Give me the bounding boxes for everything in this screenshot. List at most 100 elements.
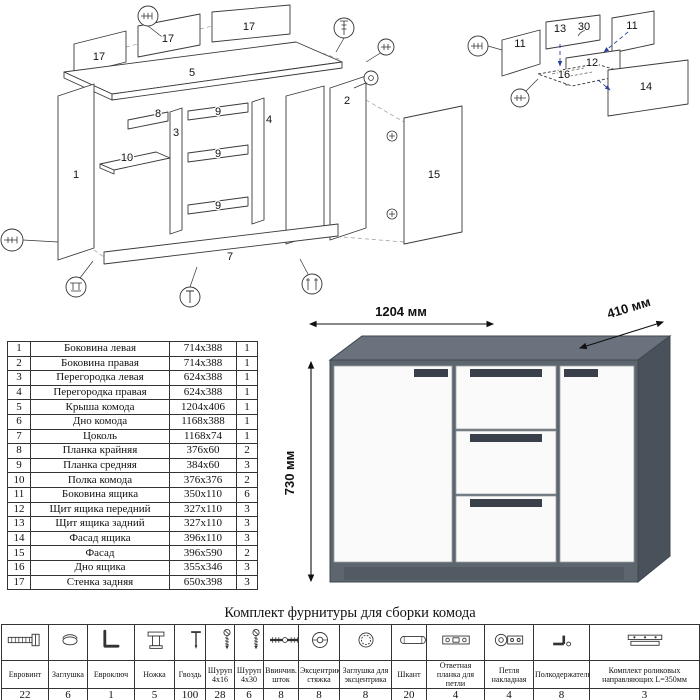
depth-dimension-label: 410 мм	[605, 298, 652, 321]
part-size: 350x110	[169, 486, 237, 503]
part-right-side-2	[329, 75, 367, 241]
part-size: 1204x406	[169, 399, 237, 415]
part-left-side-1	[57, 83, 95, 261]
part-number: 2	[7, 355, 31, 372]
part-number: 12	[7, 501, 31, 518]
diagram-callout-16: 16	[558, 69, 570, 81]
drawer-detail-view	[467, 10, 689, 117]
part-name: Цоколь	[30, 428, 170, 445]
dowel-screw-icon	[263, 624, 299, 661]
part-back-panel-17	[211, 4, 291, 43]
hinge-plate-icon	[426, 624, 485, 661]
part-number: 8	[7, 443, 31, 459]
part-size: 624x388	[169, 370, 237, 386]
part-name: Планка крайняя	[30, 443, 170, 459]
diagram-callout-9: 9	[215, 106, 221, 118]
part-number: 9	[7, 457, 31, 474]
part-name: Крыша комода	[30, 399, 170, 415]
depth-dimension-line	[578, 320, 665, 350]
part-shelf-10	[99, 151, 171, 171]
hardware-label: Эксцентрик. стяжка	[298, 660, 340, 689]
part-name: Фасад ящика	[30, 530, 170, 547]
hardware-callout-circles	[0, 5, 395, 308]
hardware-label: Заглушка для эксцентрика	[339, 660, 392, 689]
hardware-label: Шуруп 4x16	[205, 660, 235, 689]
part-name: Перегородка левая	[30, 370, 170, 386]
hardware-qty: 28	[205, 688, 235, 700]
part-name: Фасад	[30, 545, 170, 561]
part-top-5-edge	[111, 61, 343, 101]
part-size: 1168x74	[169, 428, 237, 445]
cam-lock-icon	[298, 624, 340, 661]
plug-cap-icon	[48, 624, 88, 661]
part-name: Боковина ящика	[30, 486, 170, 503]
diagram-callout-9: 9	[215, 200, 221, 212]
diagram-callout-10: 10	[121, 152, 133, 164]
diagram-callout-17: 17	[243, 21, 255, 33]
part-size: 714x388	[169, 341, 237, 357]
part-qty: 1	[236, 428, 258, 445]
part-drawer-side-11	[501, 29, 541, 77]
door-handle-groove	[564, 369, 598, 377]
part-name: Дно ящика	[30, 559, 170, 576]
hardware-icons-row	[1, 624, 700, 661]
hardware-qty: 100	[174, 688, 206, 700]
hardware-label: Ответная планка для петли	[426, 660, 485, 689]
part-size: 355x346	[169, 559, 237, 576]
width-dimension-label: 1204 мм	[375, 304, 427, 319]
part-qty: 2	[236, 472, 258, 488]
wood-dowel-icon	[391, 624, 427, 661]
part-size: 714x388	[169, 355, 237, 372]
part-qty: 6	[236, 486, 258, 503]
nail-icon	[174, 624, 206, 661]
hardware-kit-title: Комплект фурнитуры для сборки комода	[224, 605, 476, 621]
diagram-callout-1: 1	[73, 169, 79, 181]
part-shelf-10-edge	[99, 163, 115, 175]
part-number: 15	[7, 545, 31, 561]
drawer-assembly-guides	[557, 31, 629, 91]
part-number: 1	[7, 341, 31, 357]
diagram-callout-11: 11	[514, 38, 525, 50]
part-plinth-7	[103, 223, 339, 265]
part-name: Боковина правая	[30, 355, 170, 372]
dresser-render	[328, 335, 672, 584]
hinge-icon	[484, 624, 534, 661]
part-name: Дно комода	[30, 413, 170, 430]
exploded-view	[57, 4, 463, 265]
eurovint-screw-icon	[1, 624, 49, 661]
screw-icon	[205, 624, 235, 661]
part-qty: 3	[236, 516, 258, 532]
part-qty: 1	[236, 413, 258, 430]
hardware-label: Петля накладная	[484, 660, 534, 689]
part-qty: 1	[236, 341, 258, 357]
part-name: Щит ящика передний	[30, 501, 170, 518]
diagram-callout-8: 8	[155, 108, 161, 120]
hardware-qty: 5	[134, 688, 175, 700]
part-qty: 2	[236, 443, 258, 459]
part-divider-3	[169, 107, 183, 235]
hardware-qty: 8	[263, 688, 299, 700]
drawer-handle-groove	[470, 499, 542, 507]
leg-detail-icon	[65, 276, 87, 298]
part-name: Перегородка правая	[30, 384, 170, 401]
part-size: 1168x388	[169, 413, 237, 430]
hardware-label: Ножка	[134, 660, 175, 689]
diagram-callout-2: 2	[344, 95, 350, 107]
part-number: 17	[7, 574, 31, 591]
part-size: 650x398	[169, 574, 237, 591]
